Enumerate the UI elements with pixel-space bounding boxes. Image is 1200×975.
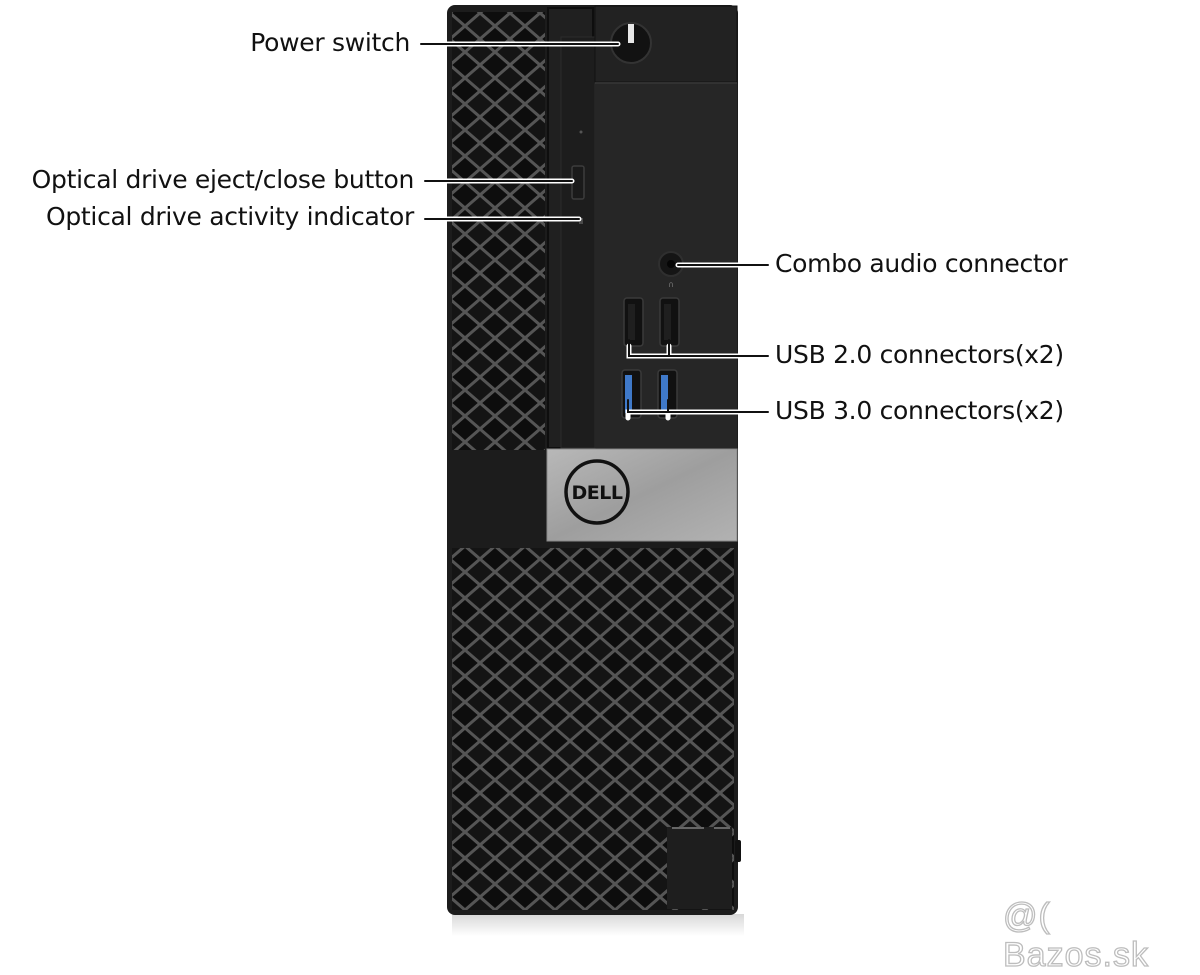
- power-switch-indicator: [628, 24, 634, 43]
- dell-logo-ring: [564, 459, 630, 525]
- optical-activity-led: [579, 218, 583, 224]
- callout-power-switch: Power switch: [250, 28, 410, 57]
- optical-drive-tray: [560, 36, 596, 449]
- silver-badge: [546, 448, 738, 542]
- callout-usb2: USB 2.0 connectors(x2): [775, 340, 1064, 369]
- diagram-canvas: ∩ DELL: [31, 5, 1149, 975]
- mesh-grille-left: [452, 12, 545, 450]
- floor-shadow: [452, 914, 744, 936]
- dell-tower-illustration: ∩ DELL: [418, 5, 771, 936]
- optical-pinhole: [579, 130, 583, 134]
- dell-logo-text: DELL: [572, 482, 623, 504]
- callout-usb3: USB 3.0 connectors(x2): [775, 396, 1064, 425]
- access-panel: [667, 827, 732, 909]
- callout-optical-activity: Optical drive activity indicator: [45, 202, 414, 231]
- leader-lines: [418, 41, 771, 421]
- callout-combo-audio: Combo audio connector: [775, 249, 1068, 278]
- side-tab: [735, 840, 741, 862]
- watermark: @( Bazos.sk: [1002, 896, 1149, 974]
- callout-optical-eject: Optical drive eject/close button: [31, 165, 415, 194]
- svg-text:∩: ∩: [668, 280, 674, 289]
